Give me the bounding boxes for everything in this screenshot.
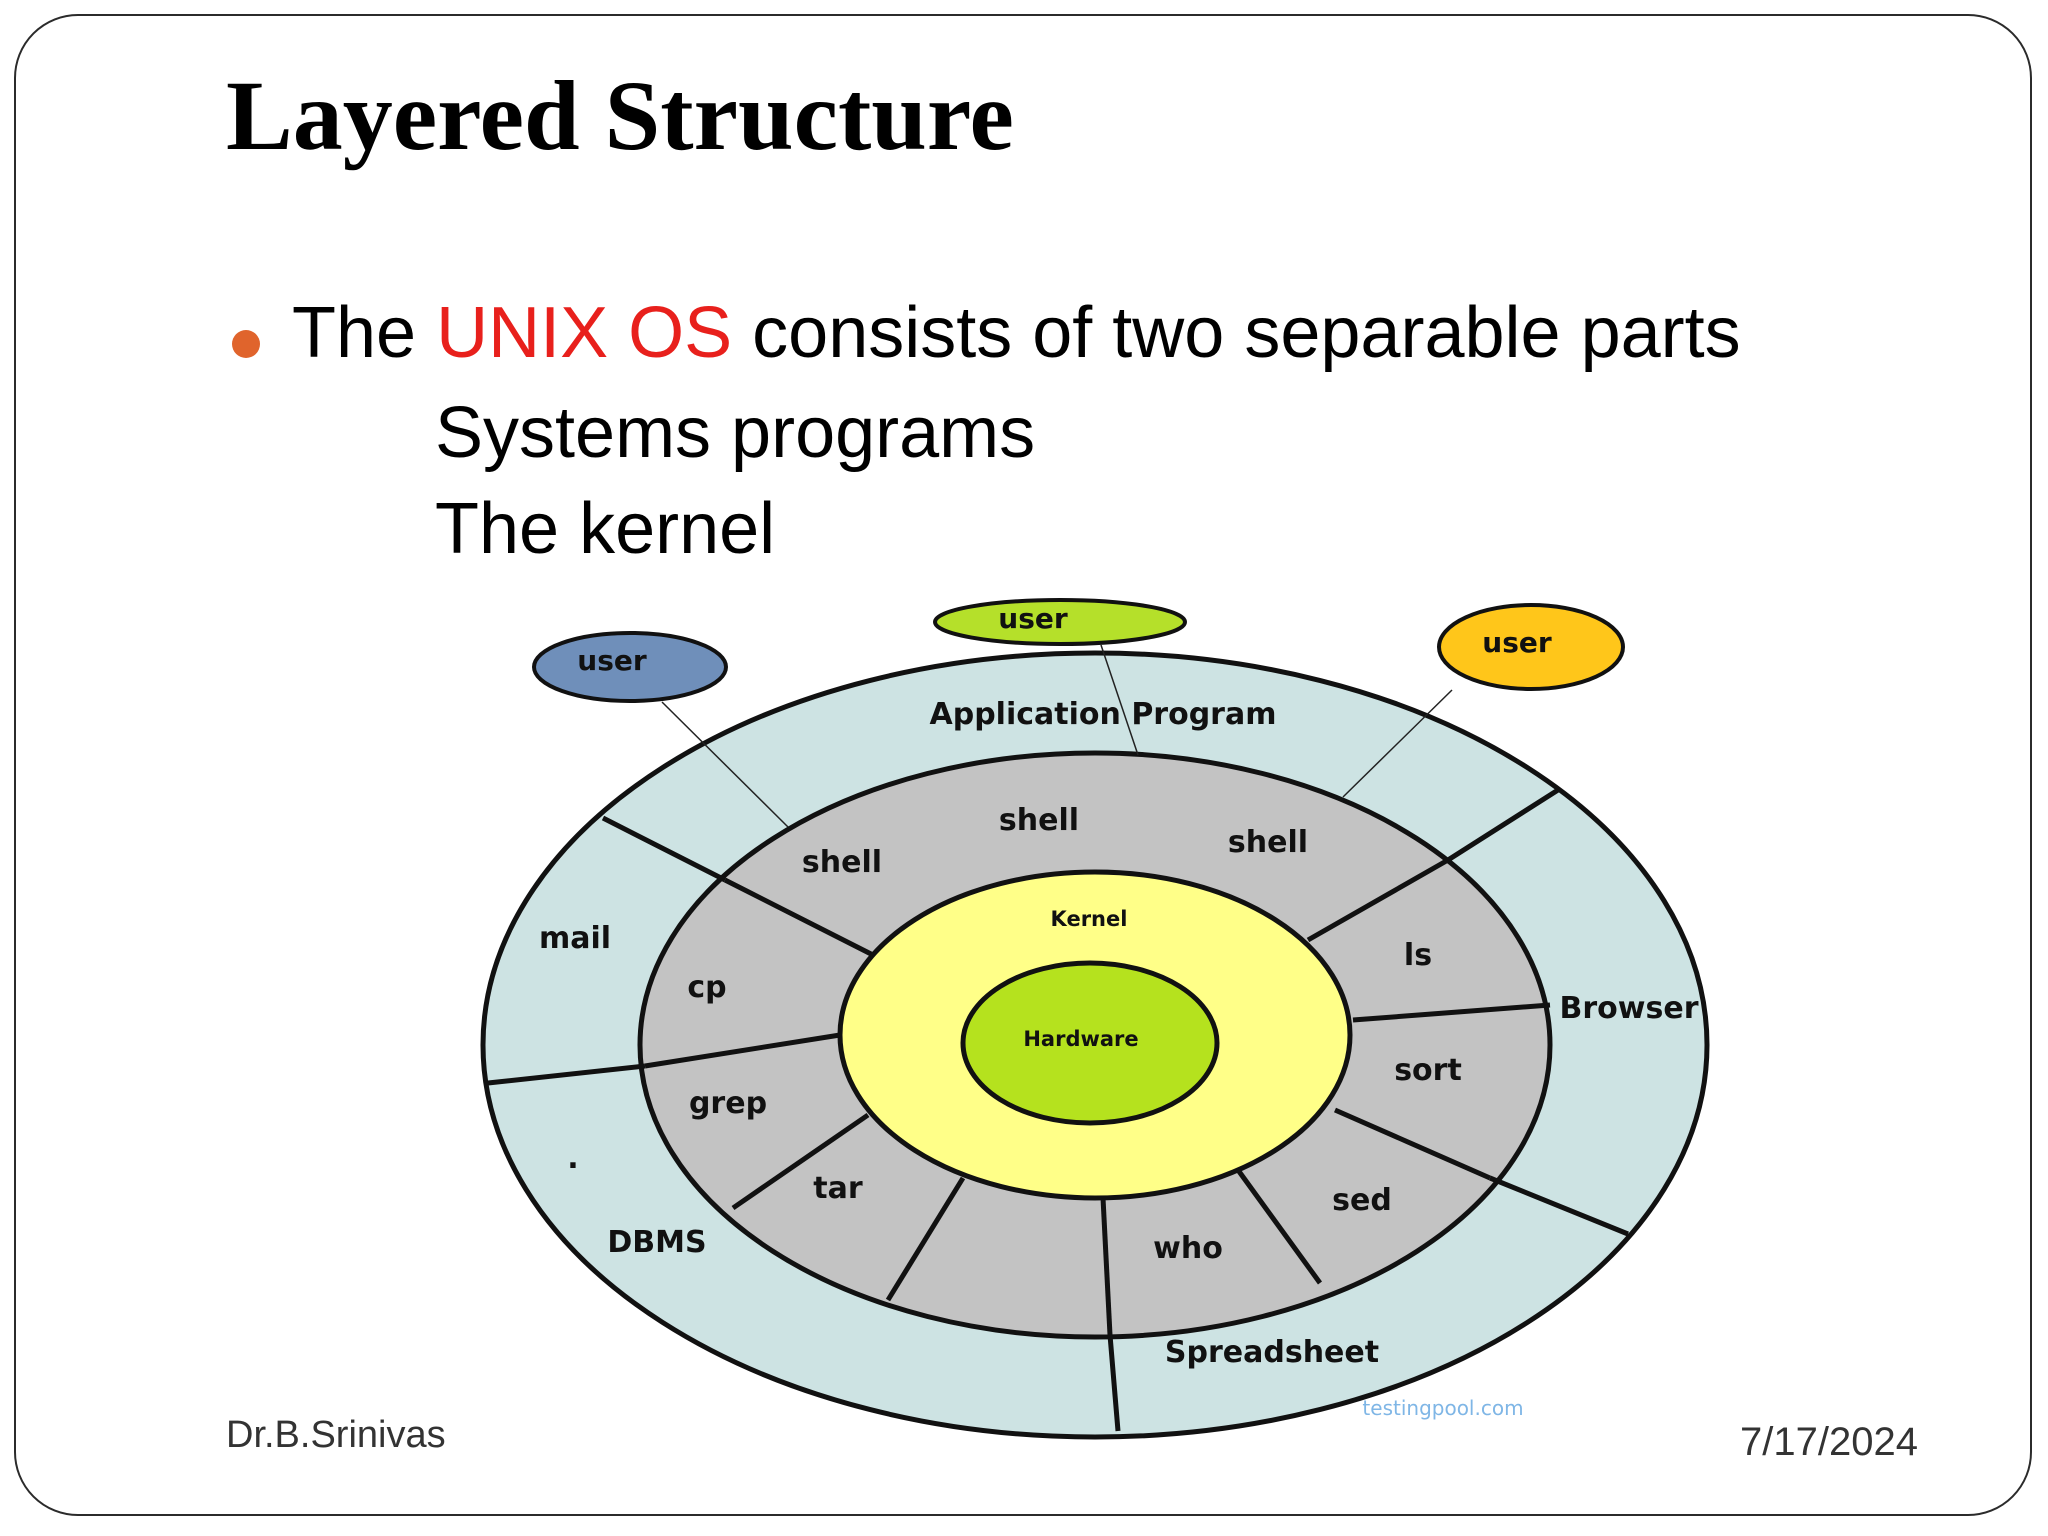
user-bubble-right [1437, 603, 1625, 691]
outer-label-mail: mail [539, 921, 611, 956]
outer-ring-dividers [487, 787, 1629, 1432]
kernel-label: Kernel [1051, 907, 1128, 931]
hardware-layer [960, 960, 1220, 1126]
user-label-center: user [998, 602, 1068, 635]
middle-ring-dividers [644, 857, 1551, 1336]
footer-date: 7/17/2024 [1740, 1420, 1918, 1464]
outer-label-dbms: DBMS [607, 1225, 706, 1260]
user-label-right: user [1482, 626, 1552, 659]
bullet-suffix: consists of two separable parts [732, 293, 1741, 373]
bullet-highlight: UNIX OS [436, 293, 733, 373]
slide-title: Layered Structure [226, 60, 1014, 171]
bullet-prefix: The [292, 293, 437, 373]
user-bubble-left [532, 631, 728, 703]
user-label-left: user [577, 644, 647, 677]
shell-label-right: shell [1228, 825, 1308, 860]
watermark-text: testingpool.com [1362, 1396, 1523, 1420]
cmd-label-ls: ls [1404, 938, 1432, 973]
bullet-dot [232, 330, 260, 358]
hardware-label: Hardware [1023, 1027, 1138, 1051]
user-bubble-center [933, 598, 1187, 646]
cmd-label-tar: tar [813, 1171, 863, 1206]
sub-item-kernel: The kernel [435, 489, 776, 569]
cmd-label-who: who [1153, 1231, 1223, 1266]
bullet-text: The UNIX OS consists of two separable pa… [292, 292, 1741, 374]
outer-label-dot: . [567, 1141, 578, 1176]
sub-item-systems-programs: Systems programs [435, 393, 1036, 473]
shell-label-left: shell [802, 845, 882, 880]
cmd-label-grep: grep [689, 1086, 767, 1121]
user-connectors [661, 644, 1453, 828]
cmd-label-sort: sort [1394, 1053, 1462, 1088]
outer-label-browser: Browser [1560, 991, 1699, 1026]
cmd-label-cp: cp [687, 970, 726, 1005]
application-program-label: Application Program [930, 697, 1277, 732]
shell-label-center: shell [999, 803, 1079, 838]
outer-label-spreadsheet: Spreadsheet [1165, 1335, 1379, 1370]
cmd-label-sed: sed [1332, 1183, 1392, 1218]
footer-author: Dr.B.Srinivas [226, 1414, 446, 1456]
